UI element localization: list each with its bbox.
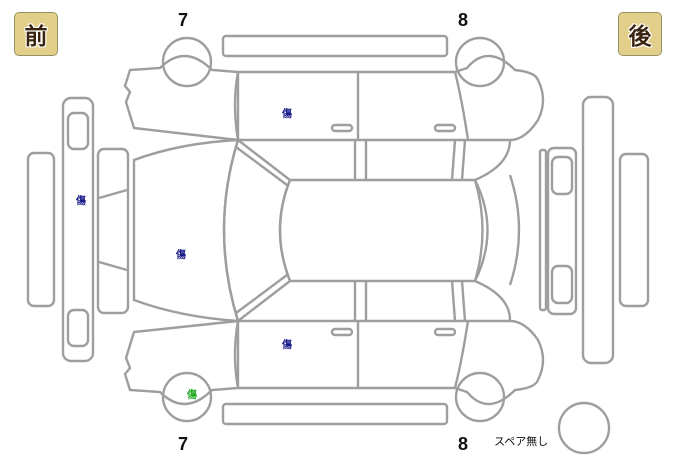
rear-bumper-outer[interactable] <box>618 152 650 308</box>
bottom-rear-quarter[interactable] <box>454 319 545 406</box>
front-bumper[interactable] <box>61 96 95 363</box>
top-rear-door-handle <box>433 123 457 133</box>
rear-bumper[interactable] <box>581 95 615 365</box>
rear-bumper-inner[interactable] <box>546 146 578 316</box>
front-fog-light-top[interactable] <box>66 111 90 151</box>
damage-mark-hood[interactable]: 傷 <box>176 250 186 261</box>
rear-light-bottom[interactable] <box>550 264 574 305</box>
headlight-top-line <box>98 188 128 200</box>
spare-tire-label: スペア無し <box>494 435 549 448</box>
top-front-door-handle <box>330 123 354 133</box>
b-pillar-bottom <box>353 281 368 321</box>
tire-number-front-bottom: 7 <box>178 434 189 454</box>
damage-mark-top-front-door[interactable]: 傷 <box>282 109 292 120</box>
front-fog-light-bottom[interactable] <box>66 308 90 348</box>
bottom-rear-wheel[interactable] <box>454 371 506 423</box>
top-rear-quarter[interactable] <box>454 54 545 142</box>
a-pillar-bottom <box>235 274 288 314</box>
tire-number-rear-bottom: 8 <box>458 434 469 454</box>
bottom-rear-door[interactable] <box>358 320 470 390</box>
top-side-body[interactable] <box>123 54 240 142</box>
rear-hatch <box>473 179 489 282</box>
top-side-sill[interactable] <box>221 34 449 58</box>
front-label: 前 <box>14 12 58 56</box>
a-pillar-top <box>235 146 288 186</box>
spare-tire[interactable] <box>557 401 611 455</box>
damage-mark-bottom-front-wheel[interactable]: 傷 <box>187 390 197 401</box>
front-grille[interactable] <box>96 147 130 315</box>
top-rear-wheel[interactable] <box>454 36 506 88</box>
rear-light-top[interactable] <box>550 155 574 196</box>
rear-window-arc <box>508 174 521 286</box>
bottom-side-sill[interactable] <box>221 402 449 426</box>
hood[interactable] <box>132 138 240 323</box>
bottom-front-door-handle <box>330 327 354 337</box>
roof[interactable] <box>278 178 484 283</box>
front-bumper-outer[interactable] <box>26 151 56 308</box>
top-front-wheel[interactable] <box>161 36 213 88</box>
bottom-front-door[interactable] <box>233 320 360 390</box>
c-pillar-top <box>450 139 467 181</box>
c-pillar-bottom <box>450 280 467 322</box>
top-rear-door[interactable] <box>358 70 470 141</box>
damage-mark-bottom-front-door[interactable]: 傷 <box>282 340 292 351</box>
rear-window[interactable] <box>474 139 512 321</box>
rear-label: 後 <box>618 12 662 56</box>
bottom-rear-door-handle <box>433 327 457 337</box>
bottom-side-body[interactable] <box>123 319 240 406</box>
tire-number-rear-top: 8 <box>458 10 469 30</box>
b-pillar-top <box>353 140 368 180</box>
bottom-front-wheel[interactable] <box>161 371 213 423</box>
damage-mark-front-bumper[interactable]: 傷 <box>76 196 86 207</box>
tire-number-front-top: 7 <box>178 10 189 30</box>
rear-tailgate-frame[interactable] <box>538 148 548 312</box>
headlight-bottom-line <box>98 260 128 272</box>
